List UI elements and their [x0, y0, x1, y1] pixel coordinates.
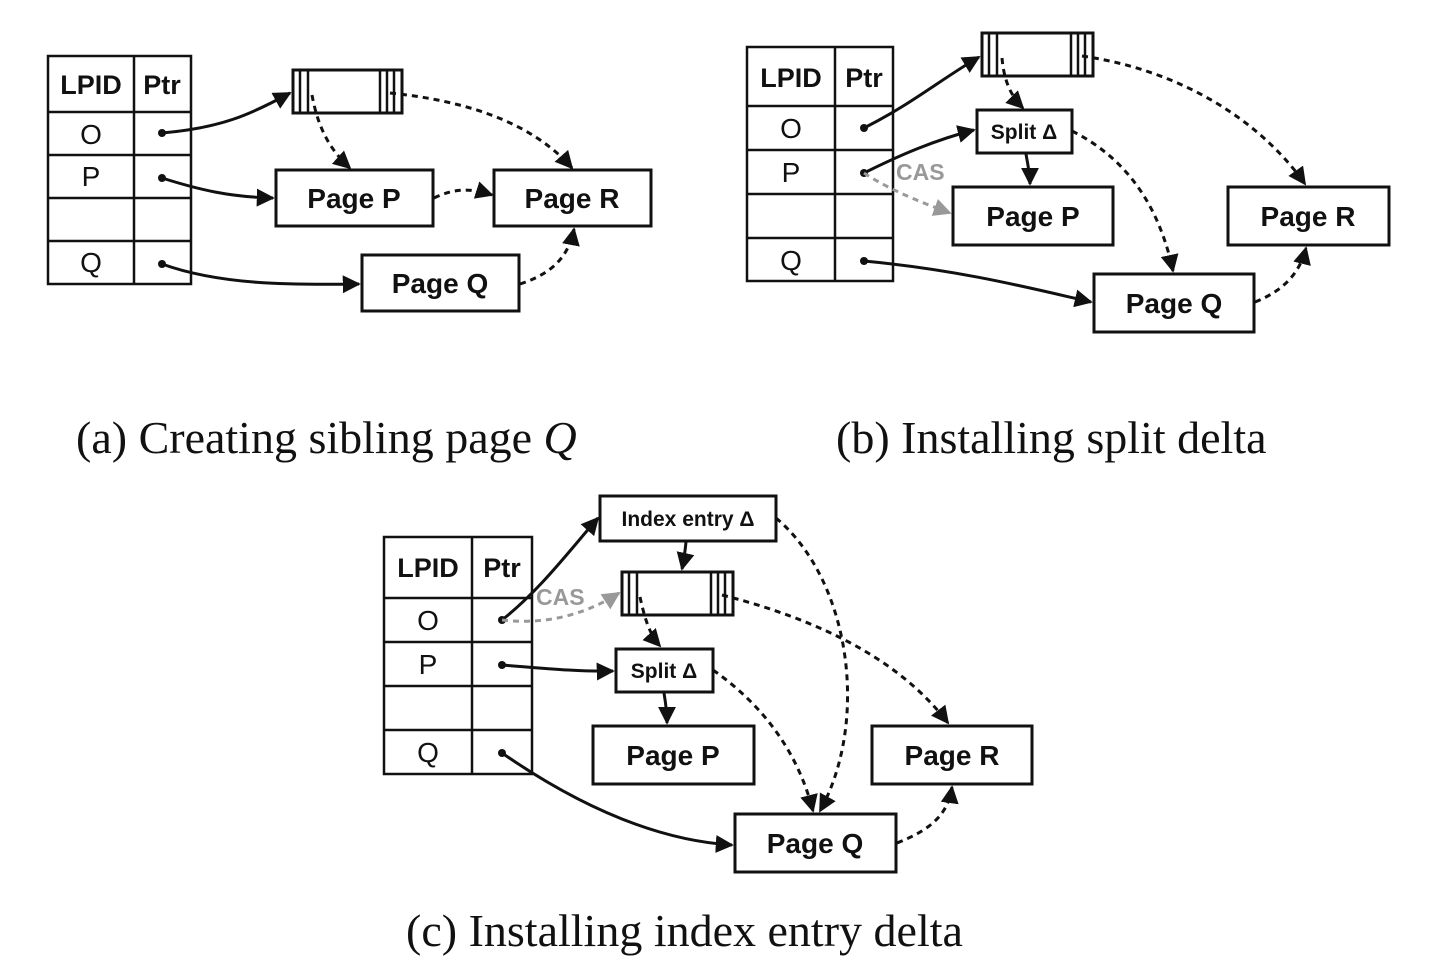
link-index-to-page-p-a — [310, 94, 352, 170]
svg-text:Page P: Page P — [307, 183, 400, 214]
arrow-o-to-index-delta-c — [501, 516, 600, 622]
page-q-c: Page Q — [733, 812, 898, 874]
split-delta-b: Split Δ — [975, 108, 1074, 155]
link-split-to-page-q-c — [712, 668, 818, 813]
svg-text:Page Q: Page Q — [392, 268, 488, 299]
link-page-q-to-page-r-b — [1254, 246, 1311, 304]
arrow-q-to-page-q-c — [501, 751, 734, 853]
diagram-c: LPID Ptr O P Q Index entry Δ Split Δ — [382, 494, 1034, 956]
link-page-q-to-page-r-a — [519, 227, 580, 286]
table-row-p: P — [782, 157, 801, 188]
cas-label-c: CAS — [536, 584, 585, 610]
svg-text:Page R: Page R — [905, 740, 1000, 771]
arrow-p-to-page-p-a — [161, 176, 275, 207]
svg-text:Page Q: Page Q — [767, 828, 863, 859]
table-header-ptr: Ptr — [845, 63, 883, 93]
link-split-to-page-q-b — [1071, 129, 1179, 273]
table-header-ptr: Ptr — [483, 553, 521, 583]
page-q-a: Page Q — [360, 253, 521, 313]
svg-text:Page R: Page R — [1261, 201, 1356, 232]
link-split-to-page-p-c — [657, 692, 676, 725]
page-p-c: Page P — [591, 724, 756, 786]
svg-text:Page Q: Page Q — [1126, 288, 1222, 319]
index-delta-c: Index entry Δ — [598, 494, 778, 543]
index-node-c — [620, 570, 735, 617]
arrow-q-to-page-q-b — [863, 259, 1093, 308]
mapping-table-c: LPID Ptr O P Q — [382, 535, 534, 776]
link-index-to-split-b — [1000, 57, 1025, 110]
svg-text:Split Δ: Split Δ — [631, 660, 697, 683]
table-header-ptr: Ptr — [143, 70, 181, 100]
svg-text:Page R: Page R — [525, 183, 620, 214]
arrow-o-to-index-a — [161, 91, 292, 135]
mapping-table-a: LPID Ptr O P Q — [46, 54, 193, 286]
index-node-a — [291, 68, 404, 115]
old-arrow-p-to-page-p-b — [863, 171, 952, 216]
table-row-o: O — [780, 113, 802, 144]
link-index-delta-to-index-node-c — [676, 541, 695, 571]
page-r-c: Page R — [870, 724, 1034, 786]
old-arrow-o-to-index-node-c — [501, 591, 621, 623]
link-page-q-to-page-r-c — [896, 785, 959, 845]
svg-text:Split Δ: Split Δ — [991, 121, 1057, 144]
diagram-b: LPID Ptr O P Q Split Δ Page P Pa — [745, 31, 1391, 463]
page-r-b: Page R — [1226, 185, 1391, 247]
table-header-lpid: LPID — [760, 63, 822, 93]
diagram-a: LPID Ptr O P Q Page P Page R Pag — [46, 54, 653, 463]
link-split-to-page-p-b — [1020, 153, 1039, 186]
arrow-p-to-split-delta-b — [863, 125, 976, 175]
caption-b: (b) Installing split delta — [836, 412, 1267, 463]
table-header-lpid: LPID — [397, 553, 459, 583]
index-node-b — [980, 31, 1095, 78]
page-p-b: Page P — [951, 185, 1115, 247]
split-delta-c: Split Δ — [614, 647, 715, 694]
link-page-p-to-page-r-a — [433, 181, 494, 200]
table-header-lpid: LPID — [60, 70, 122, 100]
link-index-to-page-r-b — [1081, 54, 1307, 186]
link-index-node-to-page-r-c — [721, 593, 950, 725]
table-row-q: Q — [80, 247, 102, 278]
page-p-a: Page P — [274, 168, 435, 228]
svg-text:Page P: Page P — [626, 740, 719, 771]
table-row-q: Q — [780, 245, 802, 276]
caption-a: (a) Creating sibling page Q — [76, 412, 577, 463]
table-row-q: Q — [417, 737, 439, 768]
cas-label-b: CAS — [896, 159, 945, 185]
table-row-o: O — [417, 605, 439, 636]
page-q-b: Page Q — [1092, 272, 1256, 334]
page-r-a: Page R — [492, 168, 653, 228]
link-index-node-to-split-c — [638, 596, 662, 648]
mapping-table-b: LPID Ptr O P Q — [745, 45, 895, 283]
table-row-p: P — [419, 649, 438, 680]
svg-text:Index entry Δ: Index entry Δ — [622, 508, 755, 531]
caption-c: (c) Installing index entry delta — [406, 905, 963, 956]
link-index-to-page-r-a — [389, 91, 574, 170]
svg-text:Page P: Page P — [986, 201, 1079, 232]
arrow-p-to-split-delta-c — [501, 662, 615, 681]
arrow-q-to-page-q-a — [161, 262, 361, 294]
arrow-o-to-index-b — [863, 55, 981, 130]
link-index-delta-to-page-q-c — [775, 516, 850, 813]
table-row-o: O — [80, 119, 102, 150]
table-row-p: P — [82, 161, 101, 192]
